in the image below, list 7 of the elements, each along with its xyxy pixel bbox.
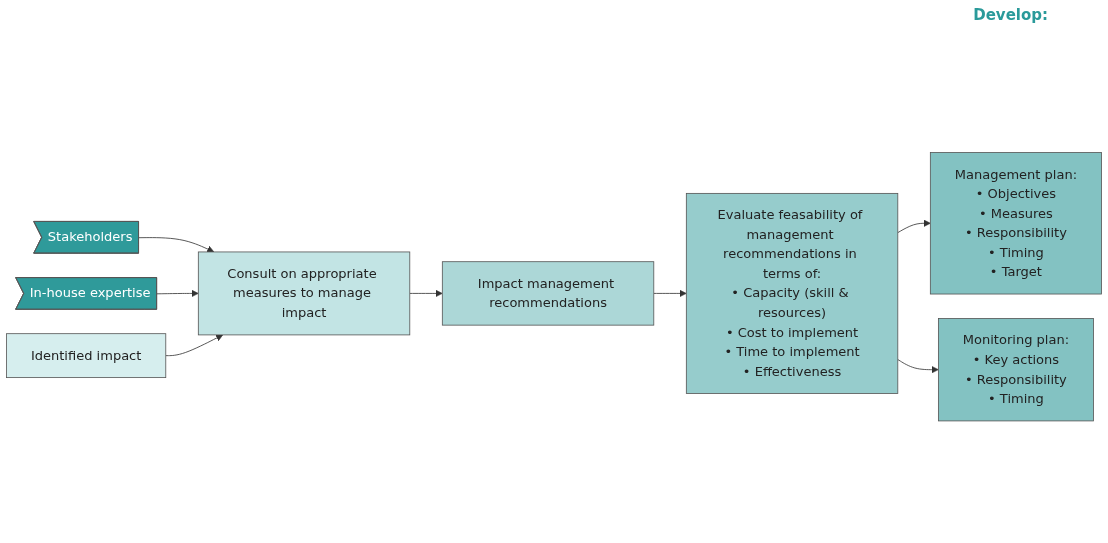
node-box: Evaluate feasability of management recommendations in terms of: • Capacity (skill & resources) • Cost to implement • Time to implement • Effectiveness [685,192,899,394]
node-box: Identified impact [6,333,167,378]
node-box: Monitoring plan: • Key actions • Responsibility • Timing [938,317,1094,422]
node-box: Impact management recommendations [441,261,655,326]
section-heading: Develop: [973,5,1048,26]
node-box: Management plan: • Objectives • Measures • Responsibility • Timing • Target [929,151,1102,295]
node-box: Consult on appropriate measures to manage impact [197,251,411,336]
